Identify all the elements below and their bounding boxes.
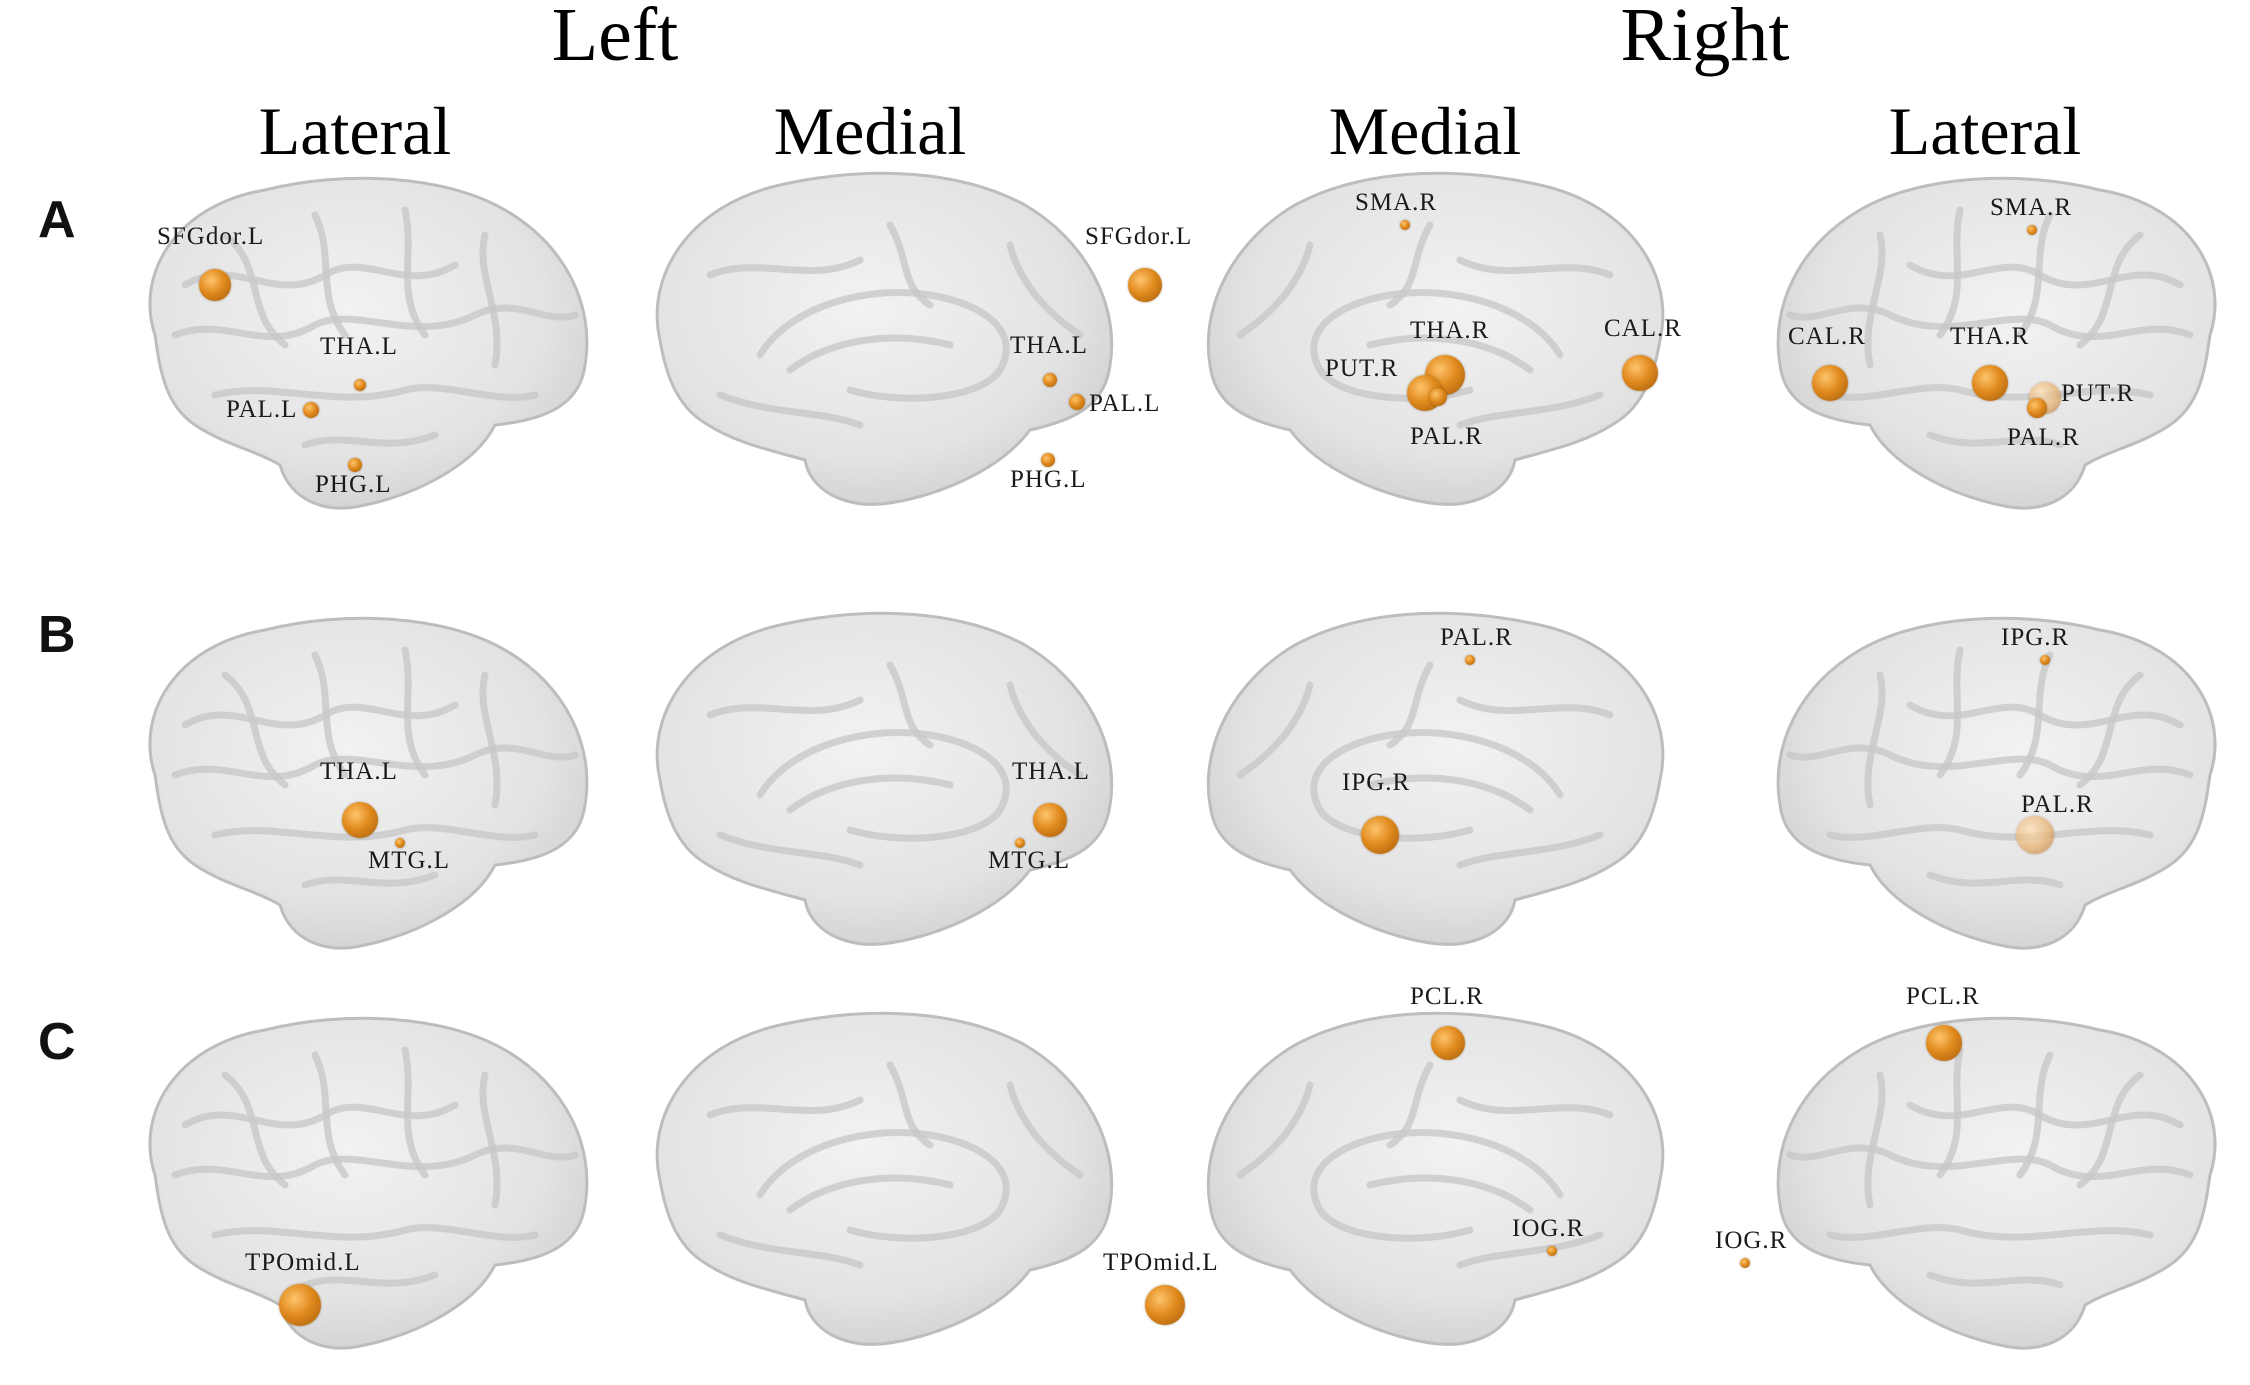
region-label: PHG.L xyxy=(315,471,392,498)
region-label: PAL.R xyxy=(1410,423,1483,450)
region-label: PAL.R xyxy=(1440,624,1513,651)
region-label: PHG.L xyxy=(1010,466,1087,493)
region-label: TPOmid.L xyxy=(245,1249,361,1276)
brain-surface xyxy=(1776,616,2217,950)
brain-panel-b-3: IPG.R PAL.R xyxy=(1170,605,1690,985)
view-header-3: Medial xyxy=(1328,93,1522,169)
region-label: PUT.R xyxy=(1325,355,1399,382)
region-node xyxy=(1041,453,1055,467)
region-node xyxy=(1972,365,2008,401)
brain-surface xyxy=(655,611,1114,946)
region-label: THA.L xyxy=(320,333,398,360)
header-left: Left xyxy=(551,0,679,77)
region-node xyxy=(1465,655,1475,665)
region-label: THA.R xyxy=(1410,317,1490,344)
brain-surface xyxy=(148,1016,589,1350)
view-header-1: Lateral xyxy=(258,93,452,169)
brain-panel-a-4: SMA.R CAL.R THA.R PUT.R PAL.R xyxy=(1730,165,2250,545)
region-node xyxy=(395,838,405,848)
region-label: SMA.R xyxy=(1355,189,1438,216)
region-node xyxy=(2027,398,2047,418)
brain-surface xyxy=(1206,1011,1665,1346)
region-label: PAL.L xyxy=(226,396,298,423)
brain-panel-a-3: SMA.R THA.R PUT.R PAL.R CAL.R xyxy=(1170,165,1690,545)
region-node xyxy=(1145,1285,1185,1325)
region-label: PAL.L xyxy=(1089,390,1161,417)
region-node xyxy=(279,1284,321,1326)
brain-panel-b-1: THA.L MTG.L xyxy=(115,605,635,985)
region-node xyxy=(1033,803,1067,837)
region-label: CAL.R xyxy=(1604,315,1682,342)
region-node xyxy=(199,269,231,301)
header-right: Right xyxy=(1620,0,1790,77)
brain-panel-b-2: THA.L MTG.L xyxy=(630,605,1150,985)
region-node xyxy=(1926,1025,1962,1061)
region-label: PAL.R xyxy=(2007,424,2080,451)
brain-panel-c-3: PCL.R IOG.R xyxy=(1170,983,1690,1385)
region-node xyxy=(2040,655,2050,665)
region-node xyxy=(1015,838,1025,848)
region-label: MTG.L xyxy=(988,847,1071,874)
region-label: SFGdor.L xyxy=(1085,223,1193,250)
region-label: PAL.R xyxy=(2021,791,2094,818)
row-label-b: B xyxy=(38,606,76,664)
brain-surface xyxy=(1776,176,2217,510)
region-node xyxy=(2027,225,2037,235)
region-node xyxy=(1043,373,1057,387)
region-label: SMA.R xyxy=(1990,194,2073,221)
brain-panel-a-1: SFGdor.L THA.L PAL.L PHG.L xyxy=(115,165,635,545)
region-node xyxy=(1361,816,1399,854)
view-header-4: Lateral xyxy=(1888,93,2082,169)
region-label: PCL.R xyxy=(1410,983,1484,1010)
region-label: IPG.R xyxy=(1342,769,1411,796)
brain-panel-a-2: SFGdor.L THA.L PAL.L PHG.L xyxy=(630,165,1191,545)
region-node xyxy=(1128,268,1162,302)
region-node xyxy=(2016,816,2054,854)
region-label: IPG.R xyxy=(2001,624,2070,651)
region-node xyxy=(342,802,378,838)
view-header-2: Medial xyxy=(773,93,967,169)
region-label: THA.L xyxy=(1010,332,1088,359)
region-node xyxy=(303,402,319,418)
region-label: TPOmid.L xyxy=(1103,1249,1219,1276)
region-label: SFGdor.L xyxy=(157,223,265,250)
region-node xyxy=(1429,388,1447,406)
brain-surface xyxy=(148,176,589,510)
region-node xyxy=(348,458,362,472)
region-node xyxy=(1547,1246,1557,1256)
region-node xyxy=(1431,1026,1465,1060)
region-label: CAL.R xyxy=(1788,323,1866,350)
brain-surface xyxy=(655,1011,1114,1346)
region-label: MTG.L xyxy=(368,847,451,874)
brain-surface xyxy=(1776,1016,2217,1350)
region-label: THA.L xyxy=(1012,758,1090,785)
region-node xyxy=(1812,365,1848,401)
row-label-a: A xyxy=(38,191,76,249)
region-node xyxy=(354,379,366,391)
region-label: THA.R xyxy=(1950,323,2030,350)
brain-panel-c-1: TPOmid.L xyxy=(115,1005,635,1385)
brain-surface xyxy=(1206,171,1665,506)
region-label: IOG.R xyxy=(1512,1215,1585,1242)
region-label: PCL.R xyxy=(1906,983,1980,1010)
brain-panel-c-4: PCL.R IOG.R xyxy=(1715,983,2250,1385)
brain-surface xyxy=(148,616,589,950)
brain-panel-c-2: TPOmid.L xyxy=(630,1005,1218,1385)
brain-panel-b-4: IPG.R PAL.R xyxy=(1730,605,2250,985)
region-node xyxy=(1740,1258,1750,1268)
region-label: PUT.R xyxy=(2061,380,2135,407)
region-node xyxy=(1069,394,1085,410)
row-label-c: C xyxy=(38,1013,76,1071)
brain-surface xyxy=(1206,611,1665,946)
region-label: IOG.R xyxy=(1715,1227,1788,1254)
region-node xyxy=(1622,355,1658,391)
region-label: THA.L xyxy=(320,758,398,785)
region-node xyxy=(1400,220,1410,230)
brain-surface xyxy=(655,171,1114,506)
